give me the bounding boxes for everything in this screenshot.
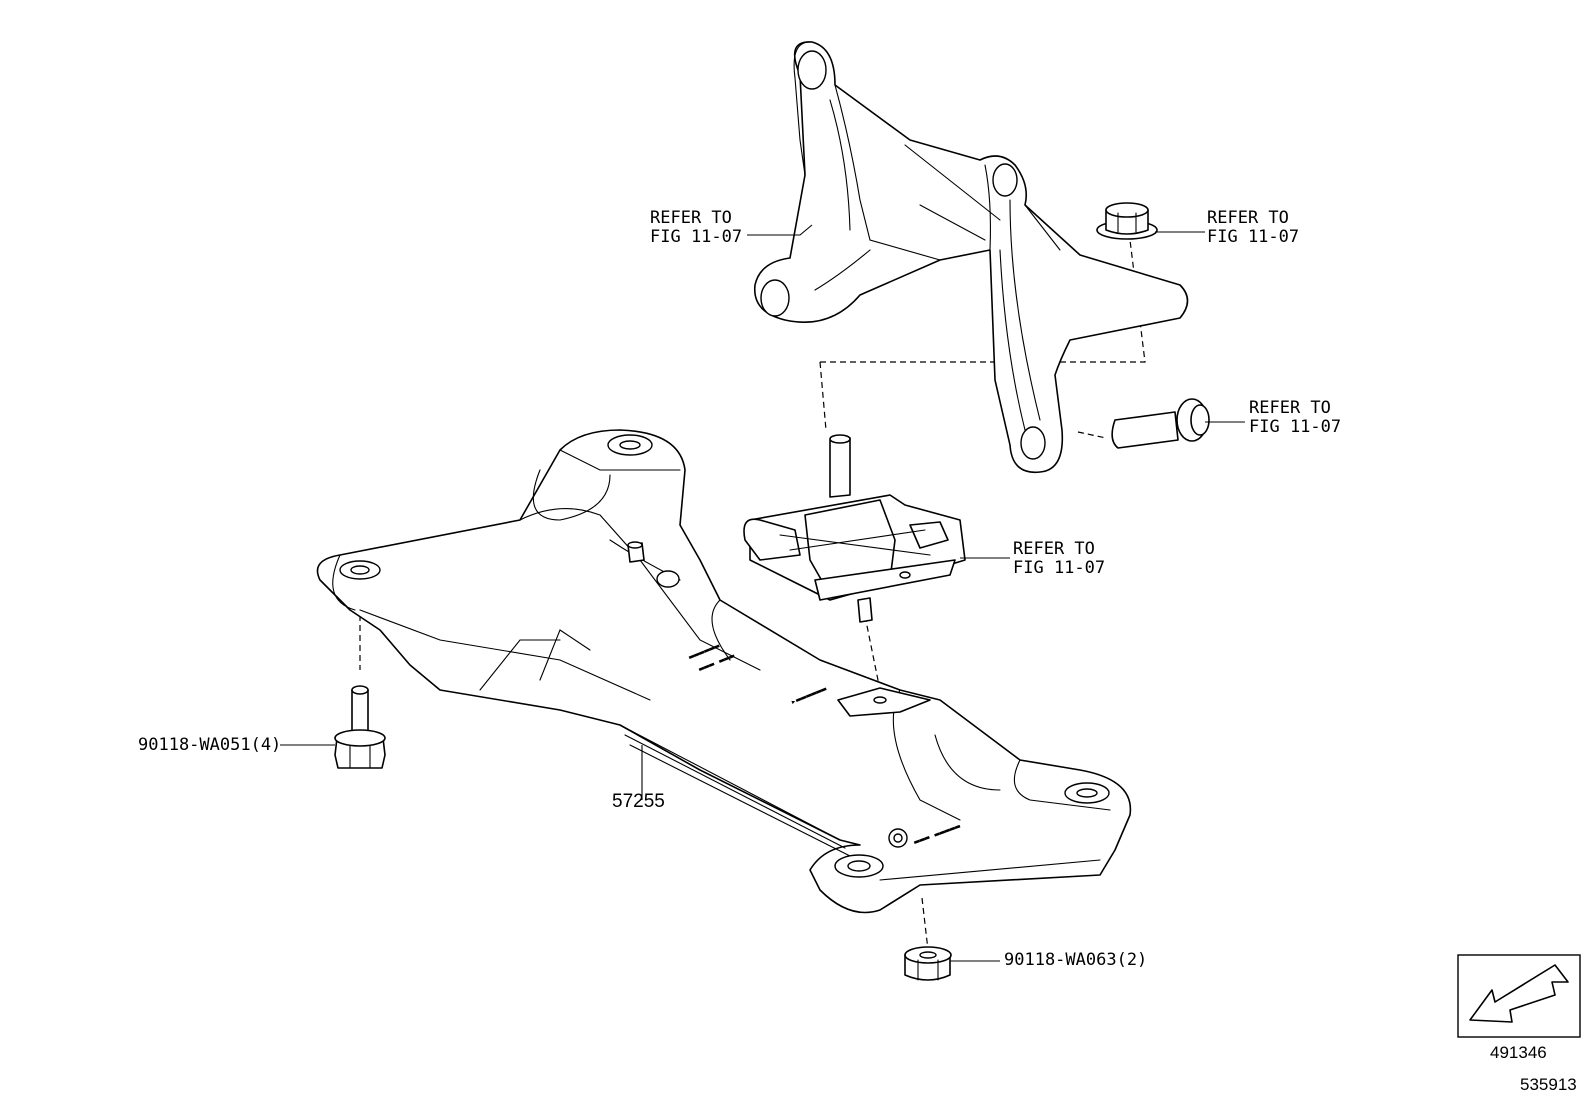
bracket-top-hole — [797, 50, 827, 90]
front-crossmember: ▬▬▬▬▬▬ ▬▬▬ ▬▬▬ ▸▬▬▬▬▬▬ ▬▬▬ ▬▬▬▬▬ — [316, 429, 1132, 914]
callout-mount-insulator: REFER TO FIG 11-07 — [1013, 540, 1105, 578]
front-direction-arrow-icon — [1469, 964, 1569, 1023]
callout-line2: FIG 11-07 — [650, 227, 743, 247]
bracket-bottom-hole — [1020, 426, 1046, 460]
callout-line1: REFER TO — [1249, 398, 1331, 418]
callout-line2: FIG 11-07 — [1207, 227, 1300, 247]
callout-line1: REFER TO — [650, 208, 732, 228]
leader-lines — [280, 224, 1245, 962]
part-number-crossmember[interactable]: 57255 — [612, 791, 665, 812]
part-number-nut-bottom[interactable]: 90118-WA063(2) — [1004, 950, 1148, 970]
orientation-ref-number: 491346 — [1490, 1043, 1547, 1062]
part-number-bolt-left[interactable]: 90118-WA051(4) — [138, 735, 282, 755]
nut-bottom — [904, 946, 952, 981]
flange-bolt-right — [1111, 398, 1210, 449]
bracket-right-hole — [992, 163, 1018, 197]
callout-bolt-right: REFER TO FIG 11-07 — [1249, 399, 1341, 437]
callout-line2: FIG 11-07 — [1249, 417, 1342, 437]
orientation-box — [1457, 954, 1581, 1038]
callout-nut-upper: REFER TO FIG 11-07 — [1207, 209, 1299, 247]
figure-id: 535913 — [1520, 1075, 1577, 1094]
bracket-left-hole — [760, 279, 790, 317]
engine-mount-insulator — [743, 434, 966, 623]
crossmember-hole-mount — [656, 570, 680, 588]
callout-line1: REFER TO — [1207, 208, 1289, 228]
flange-nut-upper — [1096, 202, 1158, 240]
callout-bracket-upper: REFER TO FIG 11-07 — [650, 209, 742, 247]
callout-line2: FIG 11-07 — [1013, 558, 1106, 578]
engine-mount-bracket — [754, 41, 1189, 474]
callout-line1: REFER TO — [1013, 539, 1095, 559]
bolt-left — [334, 685, 386, 769]
